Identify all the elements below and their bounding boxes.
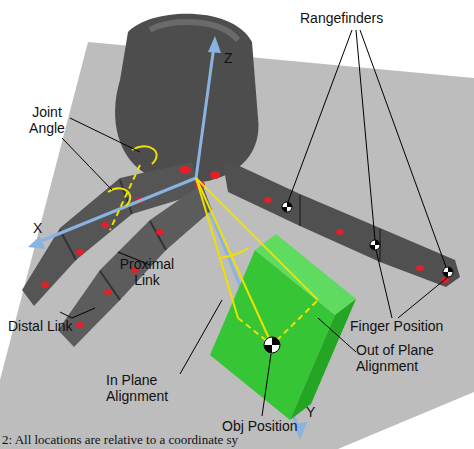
finger-joint [100, 271, 120, 300]
object-face [255, 234, 356, 315]
finger-axis [110, 165, 140, 230]
palm-highlight [150, 22, 238, 40]
z-axis [196, 46, 214, 178]
position-marker [264, 337, 280, 353]
finger [58, 184, 212, 347]
figure-label: In Plane Alignment [106, 372, 191, 404]
finger-joint [60, 230, 76, 260]
figure-label: Finger Position [350, 318, 470, 334]
figure-label: Proximal Link [114, 256, 180, 288]
joint-angle-arc [108, 188, 130, 206]
figure-label: Rangefinders [300, 10, 420, 26]
alignment-dashed [238, 300, 318, 345]
figure-label: Z [224, 50, 244, 66]
position-marker [264, 337, 280, 353]
palm [115, 14, 258, 182]
figure-label: Joint Angle [22, 104, 72, 136]
finger-joint [299, 195, 301, 226]
figure-label: Y [306, 404, 326, 420]
joint-angle-arc [132, 146, 157, 164]
alignment-arc [221, 248, 248, 258]
figure-label: Distal Link [8, 318, 108, 334]
x-axis-head [28, 236, 45, 249]
figure-label: X [33, 220, 53, 236]
alignment-line [196, 178, 318, 300]
figure-caption: 2: All locations are relative to a coord… [2, 433, 238, 447]
alignment-line [196, 178, 272, 345]
finger-joint [150, 221, 166, 250]
x-axis [36, 178, 196, 243]
rangefinder-markers [282, 202, 453, 277]
figure-label: Out of Plane Alignment [356, 342, 451, 374]
figure-label: Obj Position [222, 418, 332, 434]
z-axis-head [208, 36, 221, 53]
